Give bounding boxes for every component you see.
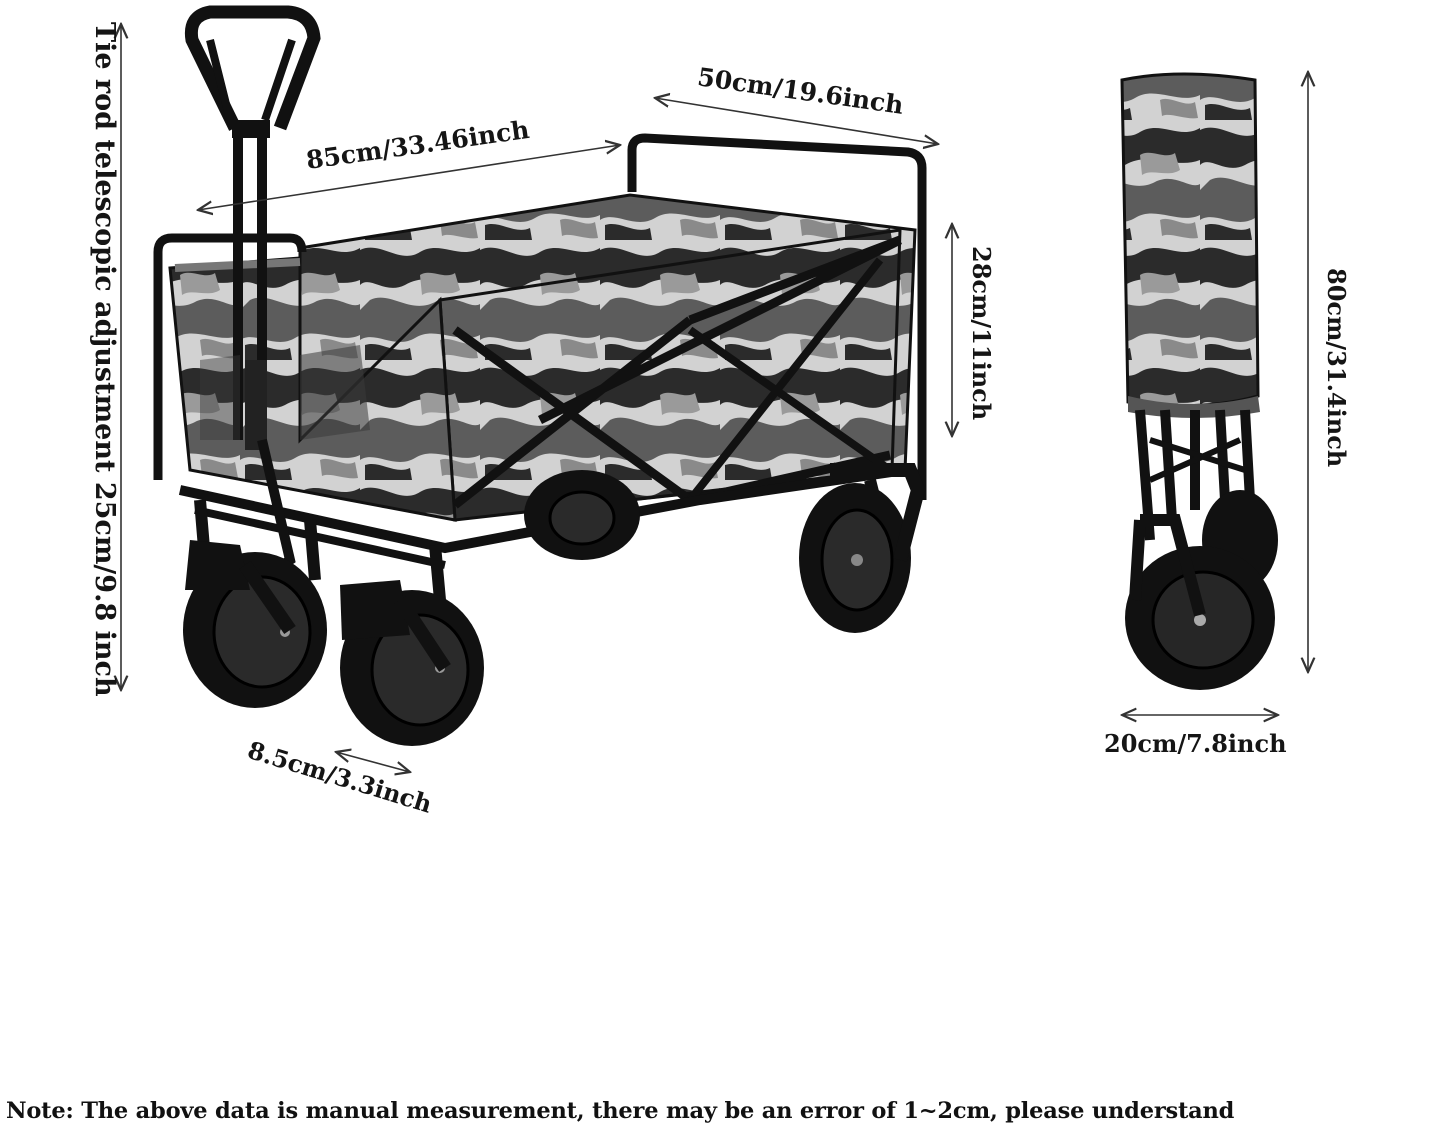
dimension-arrow-length xyxy=(198,145,620,210)
wheel-rear-left xyxy=(524,470,640,560)
dimension-arrows xyxy=(121,24,1308,772)
wagon-photo xyxy=(153,5,927,746)
wheel-rear-right xyxy=(799,463,926,633)
wheel-front-left xyxy=(183,540,327,708)
folded-wagon-photo xyxy=(1120,72,1278,690)
label-folded-width: 20cm/7.8inch xyxy=(1104,729,1287,758)
label-depth: 28cm/11inch xyxy=(967,246,996,421)
folded-front-wheel xyxy=(1125,514,1275,690)
label-folded-height: 80cm/31.4inch xyxy=(1322,268,1351,468)
measurement-note: Note: The above data is manual measureme… xyxy=(6,1098,1235,1124)
dimension-arrow-width xyxy=(655,98,938,144)
dimension-arrow-wheel xyxy=(336,752,410,772)
wheel-front-right xyxy=(340,580,484,746)
label-tie-rod: Tie rod telescopic adjustment 25cm/9.8 i… xyxy=(89,22,120,697)
